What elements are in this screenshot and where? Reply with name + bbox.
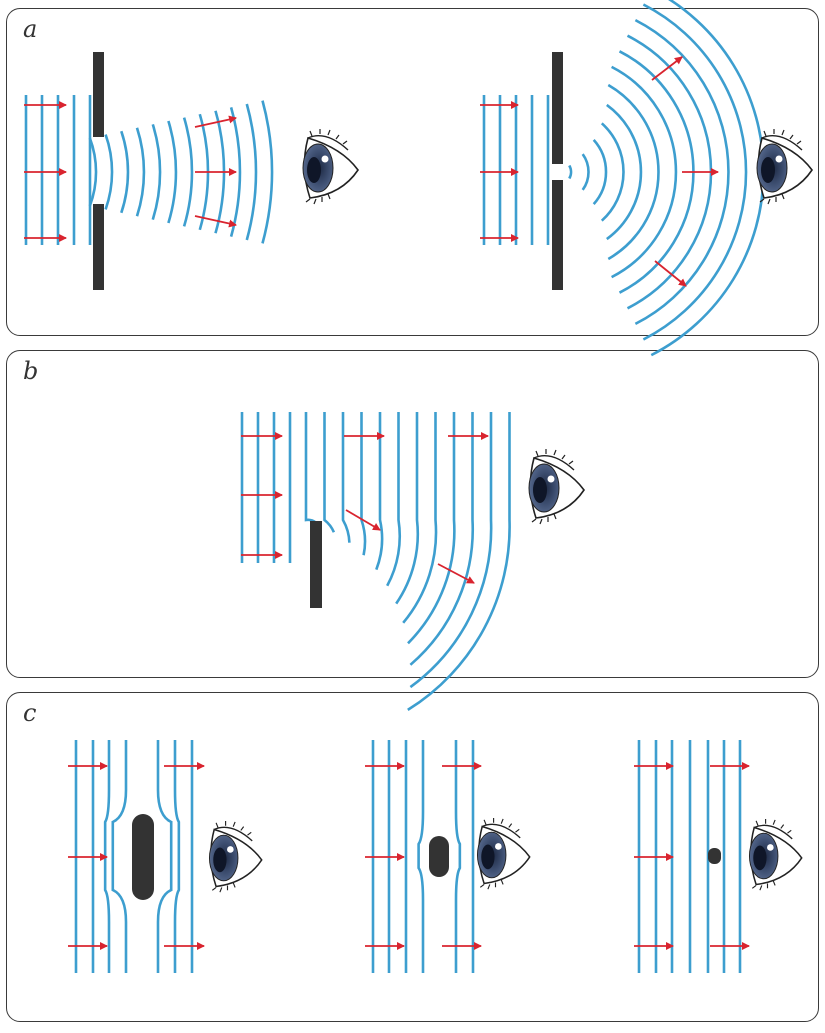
barrier [93, 52, 104, 137]
wavefront [407, 412, 511, 712]
wavefront [323, 412, 336, 533]
wavefront [634, 18, 730, 326]
eye-icon [302, 128, 359, 205]
eye-icon [748, 818, 803, 891]
wavefront [120, 130, 130, 214]
wavefront [454, 740, 462, 973]
wavefront [600, 122, 625, 222]
propagation-arrow [437, 563, 475, 584]
wavefront [245, 103, 258, 241]
wavefront [261, 100, 274, 244]
wavefront [409, 412, 493, 689]
wavefront [182, 117, 194, 227]
wavefront [156, 740, 173, 973]
panel-label-a: a [23, 15, 38, 43]
barriers [93, 52, 721, 900]
wavefront [104, 134, 114, 210]
wavefront [360, 412, 367, 556]
barrier [429, 836, 449, 877]
wavefront [581, 153, 590, 191]
wavefront [151, 124, 162, 220]
wavefront [642, 3, 748, 341]
eye-icon [208, 820, 263, 893]
propagation-arrow [654, 260, 687, 287]
barrier [552, 52, 563, 164]
wavefront [395, 412, 420, 605]
wavefront [135, 127, 146, 217]
eye-icon [528, 448, 585, 525]
panel-b-waves [240, 412, 511, 712]
wavefront [568, 164, 573, 180]
wavefront [341, 412, 351, 543]
propagation-arrow [194, 115, 237, 128]
propagation-arrow [651, 56, 683, 81]
barrier [310, 521, 322, 608]
wavefront [606, 103, 643, 241]
wavefront [402, 412, 438, 624]
wavefront [607, 83, 660, 261]
eye-icon [476, 817, 531, 890]
eye-icon [756, 128, 813, 205]
barrier [132, 814, 154, 900]
wavefront [386, 412, 402, 587]
wavefront [304, 412, 319, 526]
panel-b: b [6, 350, 819, 678]
barrier [708, 848, 721, 864]
propagation-arrow [345, 509, 381, 531]
arrows [24, 56, 750, 950]
wavefront [173, 740, 181, 973]
wavefront [611, 65, 678, 279]
wavefront [375, 412, 384, 571]
panel-a-right-waves [482, 0, 765, 357]
wavefront [417, 740, 425, 973]
panel-label-b: b [23, 357, 39, 385]
barrier [552, 180, 563, 290]
wavefront [111, 740, 128, 973]
wavefront [88, 137, 98, 207]
panel-c-waves [74, 740, 742, 973]
wavefront [409, 412, 475, 666]
wavefront [167, 120, 178, 224]
barrier [93, 204, 104, 290]
wavefront [407, 412, 456, 645]
panel-label-c: c [23, 699, 37, 727]
propagation-arrow [194, 215, 237, 228]
wavefront [592, 139, 608, 205]
